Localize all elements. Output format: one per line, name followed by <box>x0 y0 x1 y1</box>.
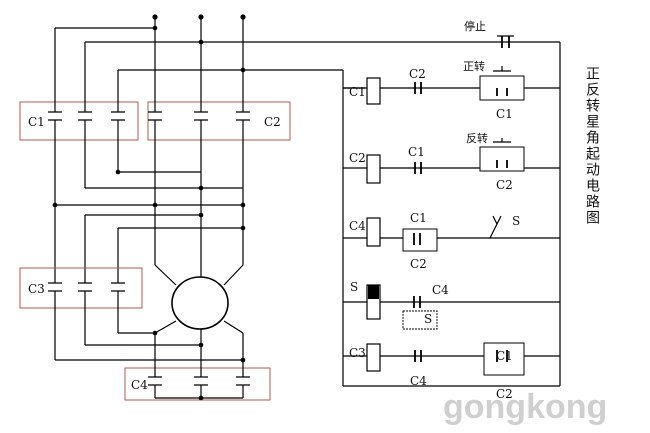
contactor-c2-power: C2 <box>147 100 291 141</box>
rung-c3: C3 C4 C1 C2 <box>343 342 560 401</box>
c4-power-label: C4 <box>131 378 148 392</box>
rung1-coil-label: C1 <box>349 85 366 99</box>
rung2-coil-label: C2 <box>349 151 366 165</box>
rung2-hold-label: C2 <box>496 178 513 192</box>
rung5-hold2-label: C2 <box>496 387 513 401</box>
stop-button-label: 停止 <box>464 19 486 33</box>
rung4-coil-label: S <box>350 280 358 294</box>
rung4-timer-label: S <box>424 312 432 326</box>
supply-phases <box>54 14 560 100</box>
watermark: gongkong <box>443 388 607 426</box>
rung5-interlock-label: C4 <box>410 374 427 388</box>
forward-button-label: 正转 <box>463 59 485 73</box>
rung3-aux2-label: C2 <box>410 257 427 271</box>
rung-s: S C4 S <box>343 280 560 330</box>
diagram-title: 正反转星角起动电路图 <box>584 66 600 226</box>
control-rails <box>342 42 561 387</box>
reverse-button-label: 反转 <box>466 131 488 145</box>
c3-power-label: C3 <box>28 282 45 296</box>
contactor-c3-power: C3 <box>19 267 246 363</box>
rung-c4: C4 C1 C2 S <box>343 211 560 271</box>
rung-c2: C2 C1 反转 C2 <box>343 131 560 192</box>
title-text: 正反转星角起动电路图 <box>584 66 600 226</box>
rung3-aux-label: C1 <box>410 211 427 225</box>
c1-power-label: C1 <box>28 115 45 129</box>
contactor-c4-power: C4 <box>124 333 271 401</box>
motor-feed-lines <box>54 188 246 270</box>
rung5-coil-label: C3 <box>349 346 366 360</box>
rung1-hold-label: C1 <box>496 107 513 121</box>
reversing-wiring <box>52 135 246 208</box>
rung-c1: C1 C2 正转 C1 <box>343 59 560 121</box>
rung3-coil-label: C4 <box>349 219 366 233</box>
rung3-switch-label: S <box>512 214 520 228</box>
contactor-c1-power: C1 <box>19 100 139 141</box>
c2-power-label: C2 <box>264 115 281 129</box>
rung1-interlock-label: C2 <box>409 67 426 81</box>
rung2-interlock-label: C1 <box>408 145 425 159</box>
rung5-hold-label: C1 <box>496 349 513 363</box>
motor <box>154 264 244 343</box>
stop-button: 停止 <box>464 19 514 48</box>
rung4-contact-label: C4 <box>432 283 449 297</box>
